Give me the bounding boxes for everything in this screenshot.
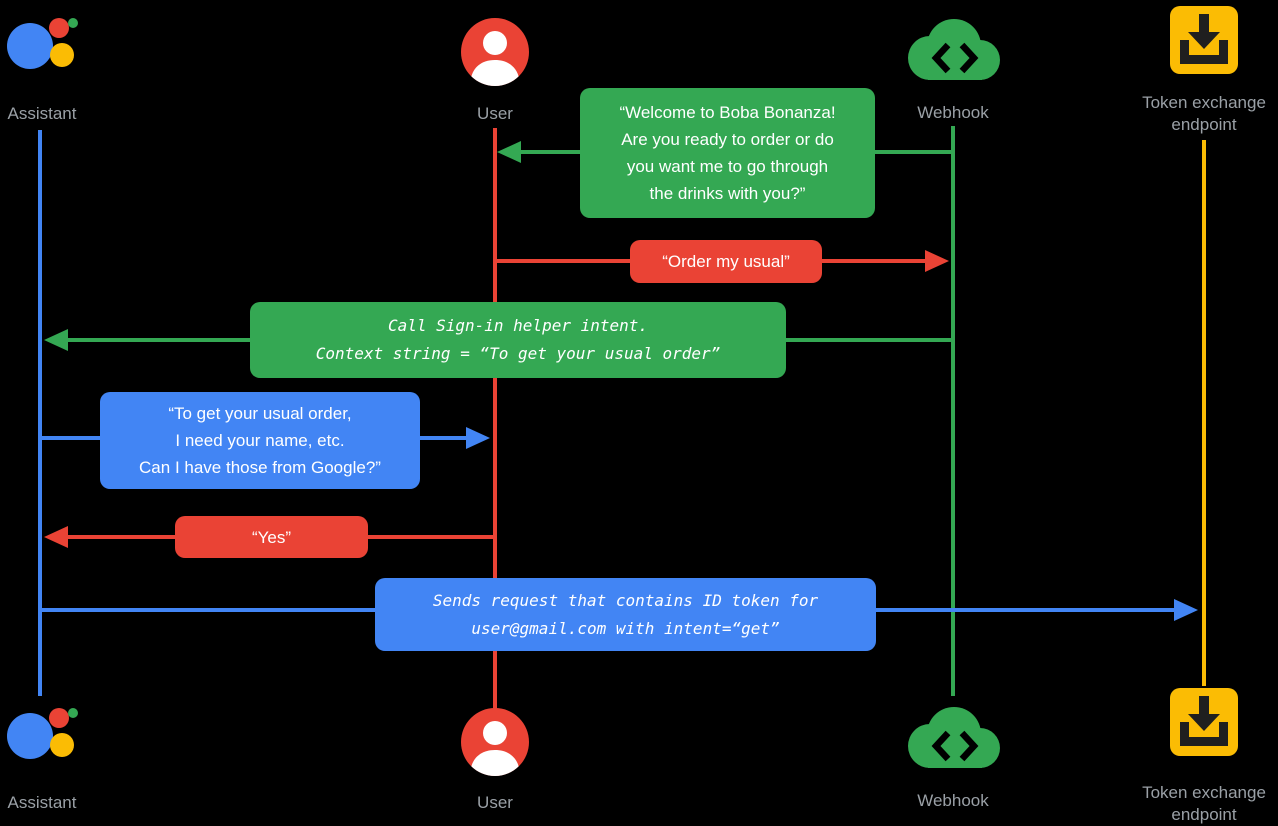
token-endpoint-icon [1170,688,1238,756]
token-label-bottom: Token exchange endpoint [1142,783,1266,824]
assistant-logo-icon [7,18,78,69]
assistant-label-bottom: Assistant [7,793,77,812]
message-need-details: “To get your usual order, I need your na… [100,392,420,489]
message-yes: “Yes” [175,516,368,558]
token-lifeline [1202,140,1206,686]
user-lifeline [493,128,497,710]
message-sign-in-helper: Call Sign-in helper intent. Context stri… [250,302,786,378]
assistant-lifeline [38,130,42,696]
webhook-lifeline [951,126,955,696]
webhook-cloud-icon [908,707,1000,768]
message-welcome: “Welcome to Boba Bonanza! Are you ready … [580,88,875,218]
arrow-sends-head [1174,599,1198,621]
webhook-label-top: Webhook [917,103,989,122]
assistant-logo-icon [7,708,78,759]
token-endpoint-icon [1170,6,1238,74]
assistant-label-top: Assistant [7,104,77,123]
token-label-top: Token exchange endpoint [1142,93,1266,134]
user-icon [461,708,529,776]
webhook-cloud-icon [908,19,1000,80]
arrow-signin-head [44,329,68,351]
webhook-label-bottom: Webhook [917,791,989,810]
message-sends-request: Sends request that contains ID token for… [375,578,876,651]
user-label-top: User [477,104,513,123]
user-icon [461,18,529,86]
message-order-my-usual: “Order my usual” [630,240,822,283]
arrow-yes-head [44,526,68,548]
arrow-order-head [925,250,949,272]
arrow-welcome-head [497,141,521,163]
user-label-bottom: User [477,793,513,812]
arrow-need-head [466,427,490,449]
